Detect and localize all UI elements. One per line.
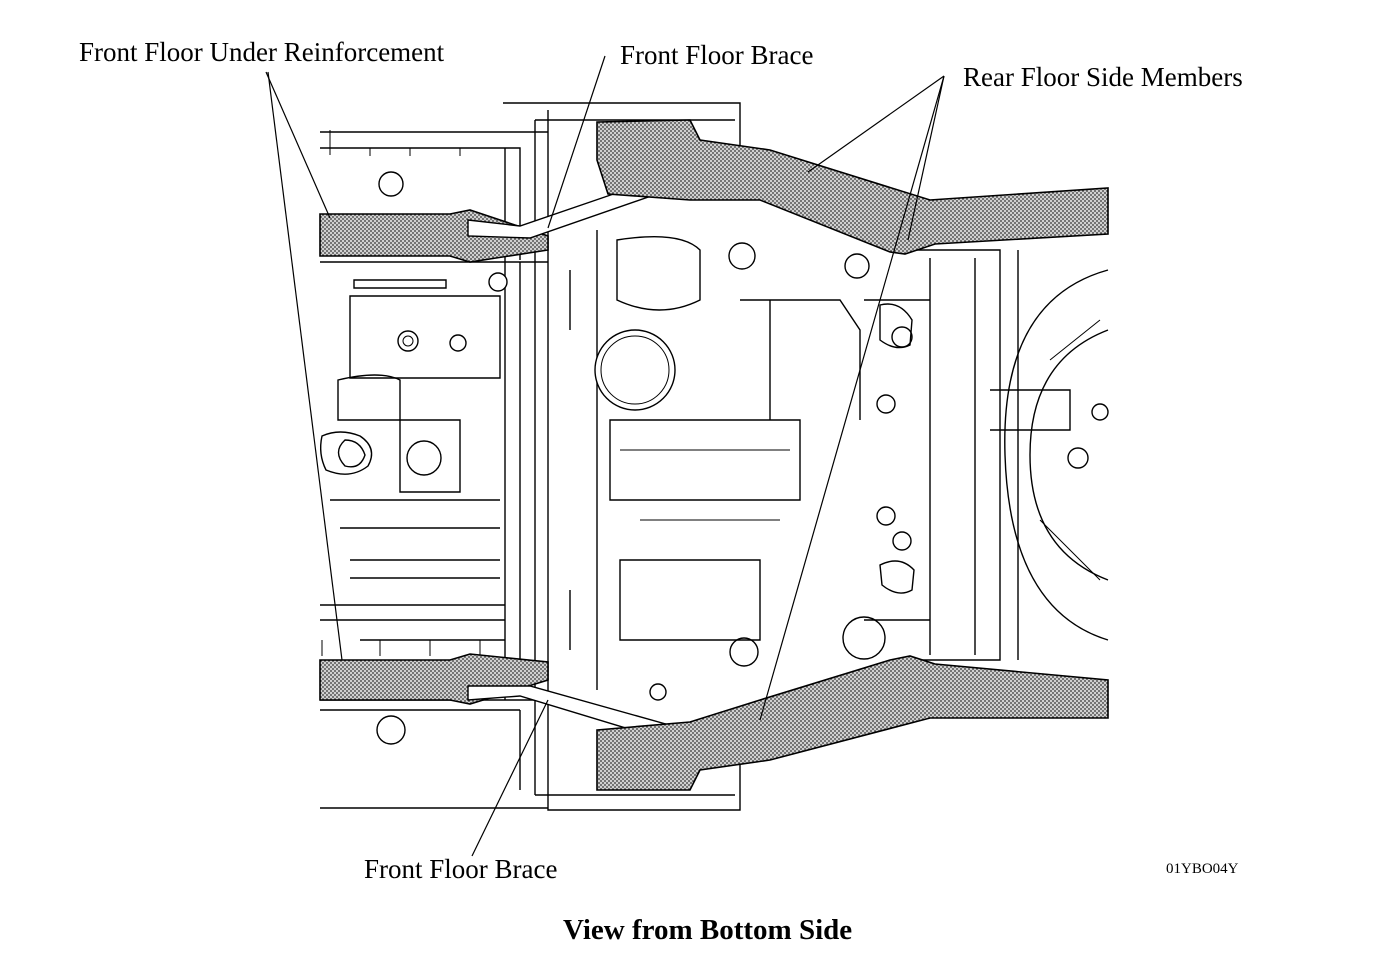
label-front-floor-brace-top: Front Floor Brace	[620, 40, 814, 70]
rear-floor-side-member-top	[596, 119, 1109, 255]
rear-floor-side-member-bottom	[596, 655, 1109, 791]
label-rear-floor-side-members: Rear Floor Side Members	[963, 62, 1243, 92]
rear-floor-details	[569, 230, 930, 701]
label-front-floor-under-reinforcement: Front Floor Under Reinforcement	[79, 37, 445, 67]
spare-tire-well	[990, 269, 1109, 641]
label-front-floor-brace-bottom: Front Floor Brace	[364, 854, 558, 884]
figure-caption: View from Bottom Side	[563, 914, 853, 946]
front-floor-details	[319, 130, 508, 745]
leader-lines	[265, 55, 945, 857]
figure-code: 01YBO04Y	[1166, 861, 1239, 877]
